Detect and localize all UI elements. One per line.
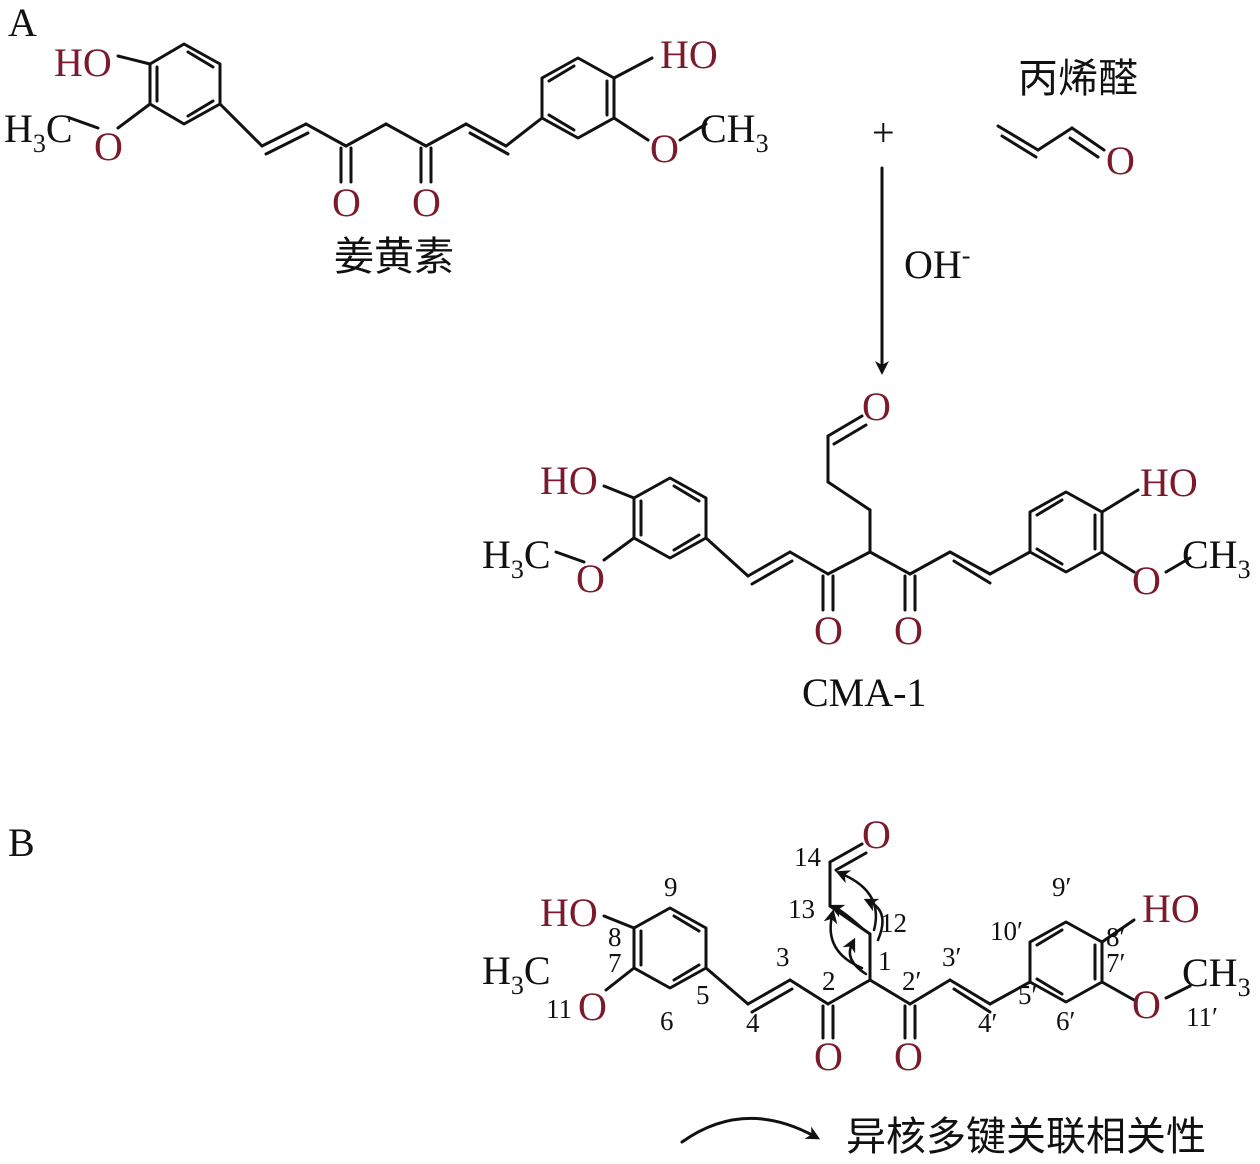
atom-6: 6: [660, 1006, 674, 1036]
atom-11p: 11′: [1186, 1002, 1218, 1032]
atom-5p: 5′: [1018, 980, 1037, 1010]
atom-3p: 3′: [942, 942, 961, 972]
atom-11: 11: [546, 994, 572, 1024]
cma1-ho-right: HO: [1140, 460, 1198, 505]
curcumin-name: 姜黄素: [334, 234, 454, 280]
cma1-o-right: O: [1132, 558, 1161, 603]
acrolein-o: O: [1106, 138, 1135, 183]
curcumin-o-left: O: [94, 124, 123, 169]
panel-a-label: A: [8, 0, 37, 45]
hmbc-aldehyde-o: O: [862, 812, 891, 857]
atom-7: 7: [608, 948, 622, 978]
legend-arrow-icon: [680, 1116, 821, 1144]
acrolein-structure: [996, 124, 1106, 159]
hmbc-o-right: O: [1132, 982, 1161, 1027]
atom-4p: 4′: [978, 1008, 997, 1038]
atom-numbers: 1 2 3 4 5 6 7 8 9 11 12 13 14 2′ 3′ 4′ 5…: [546, 842, 1218, 1038]
cma1-o-left: O: [576, 556, 605, 601]
hmbc-ketone-o-1: O: [814, 1034, 843, 1079]
cma1-ch3-right: CH3: [1182, 532, 1251, 584]
curcumin-ho-left: HO: [54, 40, 112, 85]
hmbc-structure: [602, 842, 1192, 1040]
plus-sign: +: [872, 110, 895, 155]
cma1-ketone-o-2: O: [894, 608, 923, 653]
reagent-label: OH-: [904, 241, 970, 287]
curcumin-ch3-right: CH3: [700, 106, 769, 158]
atom-5: 5: [696, 980, 710, 1010]
atom-7p: 7′: [1106, 948, 1125, 978]
hmbc-ho-left: HO: [540, 890, 598, 935]
atom-8: 8: [608, 922, 622, 952]
curcumin-ho-right: HO: [660, 32, 718, 77]
atom-2: 2: [822, 966, 836, 996]
cma1-ch3-left: H3C: [482, 532, 551, 584]
atom-9p: 9′: [1052, 872, 1071, 902]
hmbc-correlation-arrows: [823, 870, 884, 976]
hmbc-ch3-right: CH3: [1182, 950, 1251, 1002]
atom-6p: 6′: [1056, 1006, 1075, 1036]
hmbc-ketone-o-2: O: [894, 1034, 923, 1079]
curcumin-ketone-o-1: O: [332, 180, 361, 225]
atom-12: 12: [880, 908, 907, 938]
curcumin-ketone-o-2: O: [412, 180, 441, 225]
hmbc-ch3-left: H3C: [482, 948, 551, 1000]
atom-14: 14: [794, 842, 822, 872]
atom-1: 1: [878, 946, 892, 976]
atom-4: 4: [746, 1008, 760, 1038]
acrolein-name: 丙烯醛: [1018, 56, 1138, 102]
hmbc-ho-right: HO: [1142, 886, 1200, 931]
cma1-aldehyde-o: O: [862, 384, 891, 429]
hmbc-o-left: O: [578, 984, 607, 1029]
atom-9: 9: [664, 872, 678, 902]
cma1-structure: [554, 414, 1192, 612]
atom-13: 13: [788, 894, 815, 924]
cma1-ho-left: HO: [540, 458, 598, 503]
cma1-name: CMA-1: [802, 670, 926, 715]
cma1-ketone-o-1: O: [814, 608, 843, 653]
atom-10p: 10′: [990, 916, 1023, 946]
atom-8p: 8′: [1106, 922, 1125, 952]
atom-3: 3: [776, 942, 790, 972]
legend-label: 异核多键关联相关性: [846, 1114, 1206, 1160]
curcumin-structure: [68, 42, 708, 184]
curcumin-ch3-left: H3C: [4, 106, 73, 158]
curcumin-o-right: O: [650, 126, 679, 171]
atom-2p: 2′: [902, 966, 921, 996]
panel-b-label: B: [8, 820, 35, 865]
